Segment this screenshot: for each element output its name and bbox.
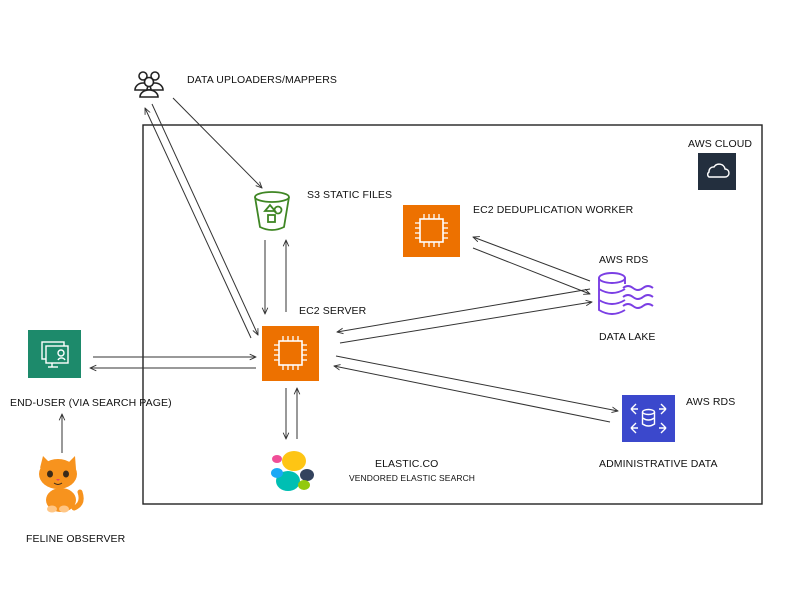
dedup-label: EC2 DEDUPLICATION WORKER: [473, 204, 634, 216]
elastic-label: ELASTIC.CO: [375, 458, 439, 470]
rds-admin-sublabel: ADMINISTRATIVE DATA: [599, 458, 718, 470]
rds-admin-label: AWS RDS: [686, 396, 736, 408]
ec2-server-label: EC2 SERVER: [299, 305, 367, 317]
end-user-label: END-USER (VIA SEARCH PAGE): [10, 397, 172, 409]
arrow-ec2-to-uploaders: [145, 108, 252, 339]
arrow-uploaders-to-ec2: [151, 103, 258, 335]
s3-bucket-icon: [251, 189, 293, 233]
arrow-uploaders-to-s3: [172, 97, 262, 188]
aws-cloud-boundary: [142, 124, 763, 505]
users-group-icon: [133, 68, 165, 98]
s3-label: S3 STATIC FILES: [307, 189, 393, 201]
feline-label: FELINE OBSERVER: [26, 533, 126, 545]
client-desktop-icon: [28, 330, 81, 378]
ec2-chip-icon: [403, 205, 460, 257]
rds-lake-label: AWS RDS: [599, 254, 649, 266]
cat-icon: [34, 456, 84, 514]
rds-instance-icon: [622, 395, 675, 442]
uploaders-label: DATA UPLOADERS/MAPPERS: [187, 74, 338, 86]
arrow-datalake-to-ec2: [337, 288, 591, 332]
arrow-dedup-to-datalake: [472, 247, 590, 294]
rds-lake-sublabel: DATA LAKE: [599, 331, 656, 343]
rds-database-icon: [595, 270, 657, 320]
elastic-logo-icon: [270, 449, 314, 493]
ec2-server-chip-icon: [262, 326, 319, 381]
arrow-ec2-to-datalake: [339, 302, 592, 344]
arrow-datalake-to-dedup: [473, 237, 591, 282]
elastic-sublabel: VENDORED ELASTIC SEARCH: [349, 473, 476, 483]
aws-cloud-label: AWS CLOUD: [688, 138, 753, 150]
arrow-ec2-to-admin: [335, 355, 618, 411]
arrow-admin-to-ec2: [334, 366, 611, 423]
cloud-icon: [698, 153, 736, 190]
